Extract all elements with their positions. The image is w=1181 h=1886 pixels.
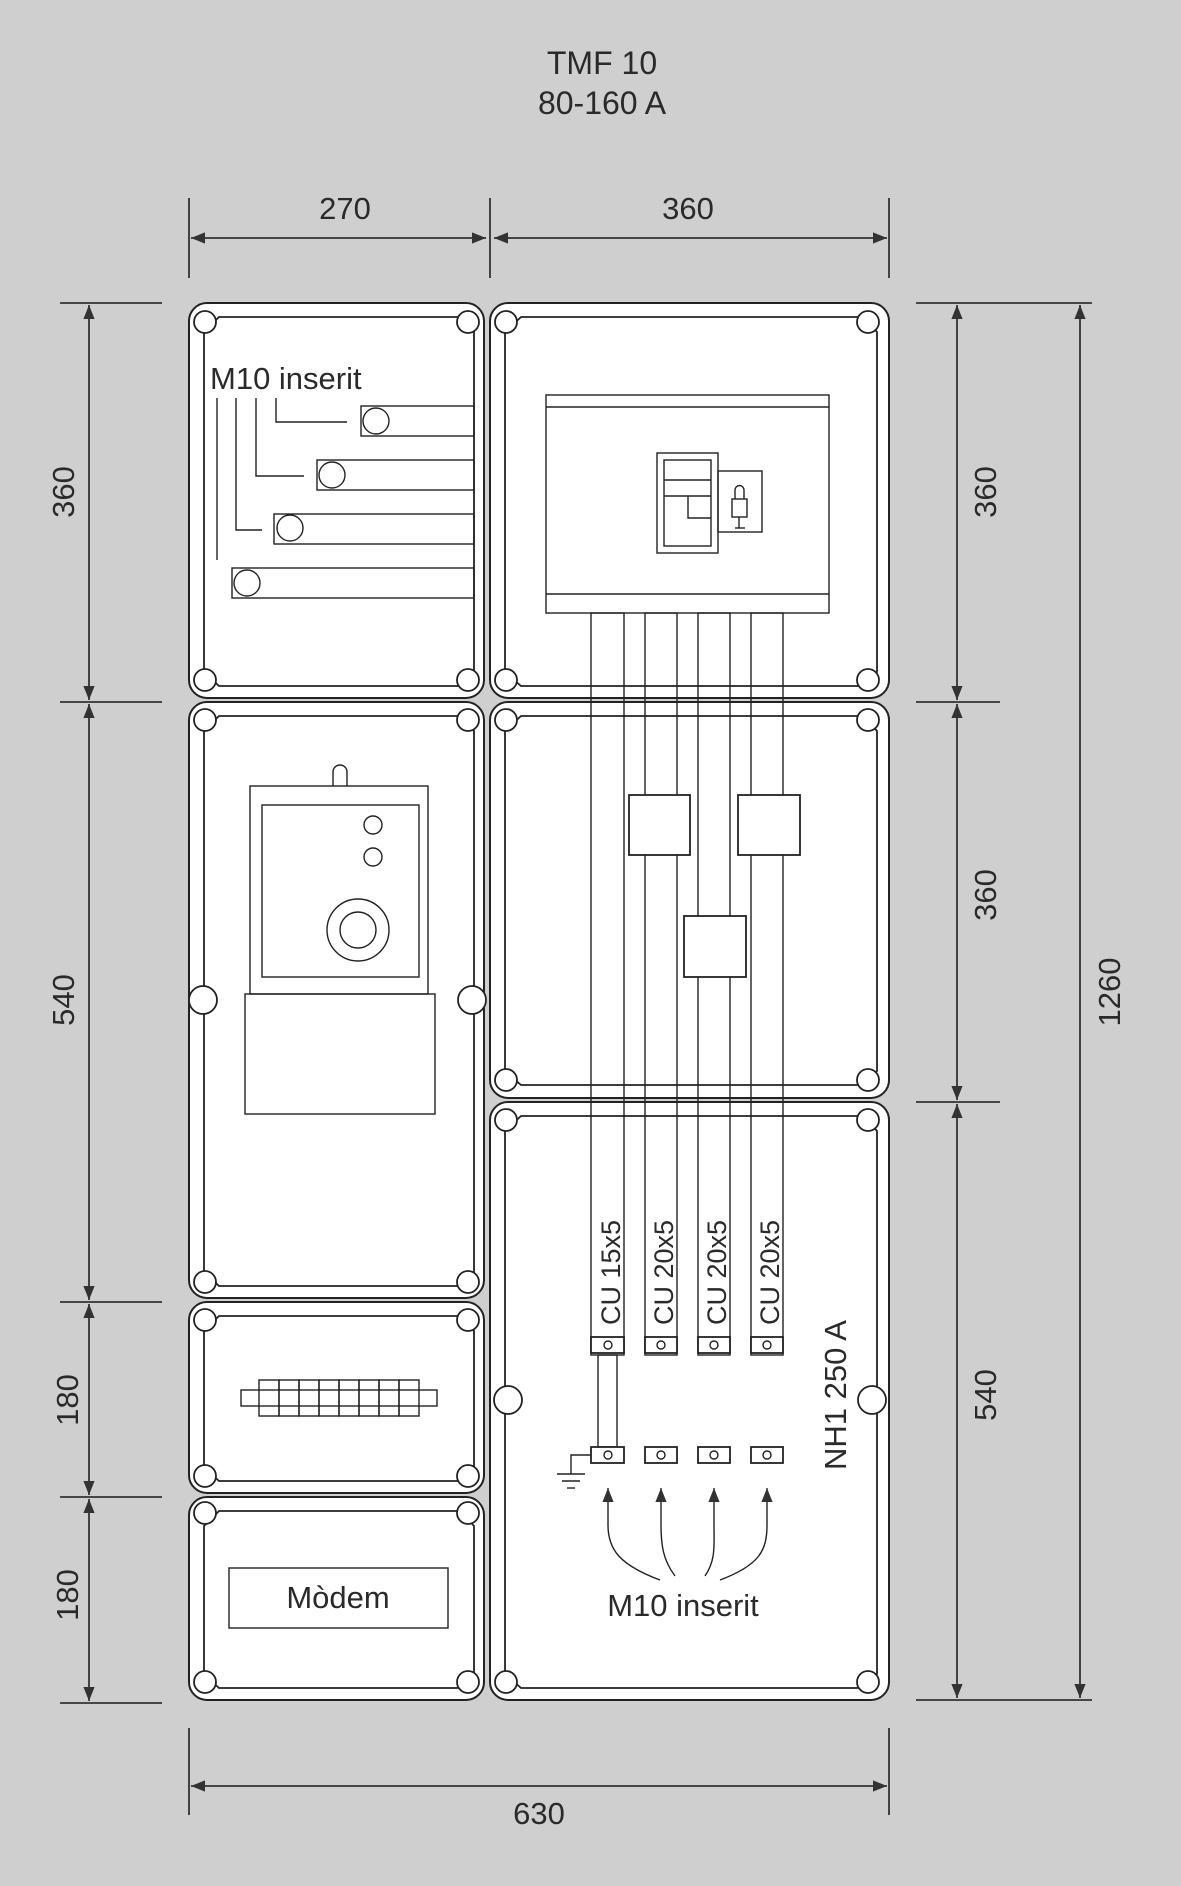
dim-top-left: 270 [319, 191, 371, 226]
terminal-block [258, 1379, 420, 1417]
busbar-label-1: CU 15x5 [596, 1220, 626, 1325]
label-m10-top: M10 inserit [210, 361, 362, 396]
title-line2: 80-160 A [538, 85, 667, 121]
module-terminal [188, 1301, 485, 1494]
dim-right-3: 540 [968, 1369, 1003, 1421]
module-busbars [489, 701, 890, 1099]
earth-symbol [557, 1454, 591, 1489]
right-dimensions: 360 360 540 1260 [916, 302, 1127, 1701]
dim-total-height: 1260 [1092, 958, 1127, 1027]
dim-total-width: 630 [513, 1796, 565, 1831]
dim-left-3: 180 [50, 1374, 85, 1426]
module-nh1: NH1 250 A [489, 1101, 890, 1701]
busbar-label-2: CU 20x5 [649, 1220, 679, 1325]
top-dimensions: 270 360 [188, 191, 890, 278]
dim-left-2: 540 [46, 974, 81, 1026]
label-m10-bottom: M10 inserit [607, 1588, 759, 1623]
title-line1: TMF 10 [547, 45, 657, 81]
module-meter [188, 701, 487, 1299]
module-top-right [489, 302, 890, 699]
busbar-label-4: CU 20x5 [755, 1220, 785, 1325]
label-modem: Mòdem [286, 1580, 389, 1615]
dim-top-right: 360 [662, 191, 714, 226]
busbar-label-3: CU 20x5 [702, 1220, 732, 1325]
module-modem: Mòdem [188, 1496, 485, 1701]
left-dimensions: 360 540 180 180 [46, 302, 162, 1704]
label-nh1: NH1 250 A [818, 1320, 853, 1470]
m10-arrows [602, 1488, 773, 1581]
bottom-dimension: 630 [188, 1728, 890, 1831]
module-top-left: M10 inserit [188, 302, 485, 699]
dim-right-2: 360 [968, 869, 1003, 921]
dim-left-1: 360 [46, 466, 81, 518]
conductors [590, 612, 801, 1464]
dim-left-4: 180 [50, 1569, 85, 1621]
dim-right-1: 360 [968, 466, 1003, 518]
